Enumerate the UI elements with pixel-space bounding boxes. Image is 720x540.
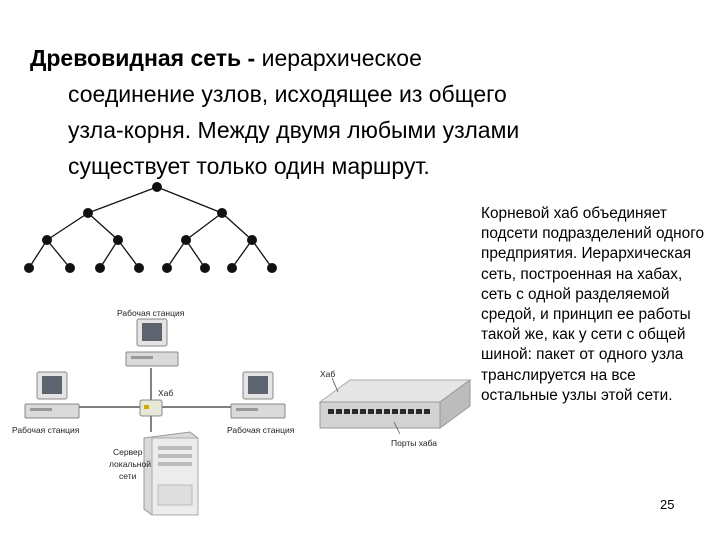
label-server-1: Сервер bbox=[113, 447, 143, 457]
tree-leaf-node bbox=[95, 263, 105, 273]
slide-heading: Древовидная сеть - иерархическое соедине… bbox=[30, 40, 690, 184]
page-number: 25 bbox=[660, 497, 675, 512]
tree-node bbox=[181, 235, 191, 245]
tree-nodes bbox=[24, 182, 277, 273]
label-workstation-top: Рабочая станция bbox=[117, 308, 185, 318]
label-workstation-right: Рабочая станция bbox=[227, 425, 295, 435]
hub-ports-row bbox=[328, 409, 430, 414]
server-icon bbox=[143, 431, 199, 516]
tree-node bbox=[83, 208, 93, 218]
label-hub-ports: Порты хаба bbox=[391, 438, 437, 448]
tree-node bbox=[217, 208, 227, 218]
heading-term: Древовидная сеть - bbox=[30, 45, 256, 71]
label-hub-photo: Хаб bbox=[320, 369, 335, 379]
heading-line-2: соединение узлов, исходящее из общего bbox=[68, 81, 507, 107]
tree-leaf-node bbox=[24, 263, 34, 273]
tree-topology-diagram bbox=[28, 186, 273, 269]
hub-network-diagram: Рабочая станция Хаб Рабочая станция Рабо… bbox=[12, 308, 295, 516]
hub-icon bbox=[139, 399, 163, 417]
tree-leaf-node bbox=[134, 263, 144, 273]
tree-leaf-node bbox=[267, 263, 277, 273]
description-text: Корневой хаб объединяет подсети подразде… bbox=[481, 205, 705, 404]
label-hub: Хаб bbox=[158, 388, 173, 398]
label-server-3: сети bbox=[119, 471, 137, 481]
workstation-right-icon bbox=[230, 371, 286, 419]
tree-leaf-node bbox=[200, 263, 210, 273]
label-workstation-left: Рабочая станция bbox=[12, 425, 80, 435]
workstation-left-icon bbox=[24, 371, 80, 419]
workstation-top-icon bbox=[125, 318, 179, 367]
label-server-2: локальной bbox=[109, 459, 151, 469]
tree-leaf-node bbox=[65, 263, 75, 273]
heading-line-4: существует только один маршрут. bbox=[68, 153, 430, 179]
tree-leaf-node bbox=[227, 263, 237, 273]
tree-leaf-node bbox=[162, 263, 172, 273]
heading-line-3: узла-корня. Между двумя любыми узлами bbox=[68, 117, 520, 143]
hub-photo: Хаб Порты хаба bbox=[318, 369, 472, 448]
heading-line-1-rest: иерархическое bbox=[255, 45, 422, 71]
tree-node bbox=[42, 235, 52, 245]
tree-node bbox=[113, 235, 123, 245]
tree-root-node bbox=[152, 182, 162, 192]
tree-node bbox=[247, 235, 257, 245]
heading-line-1: Древовидная сеть - иерархическое bbox=[30, 40, 690, 76]
